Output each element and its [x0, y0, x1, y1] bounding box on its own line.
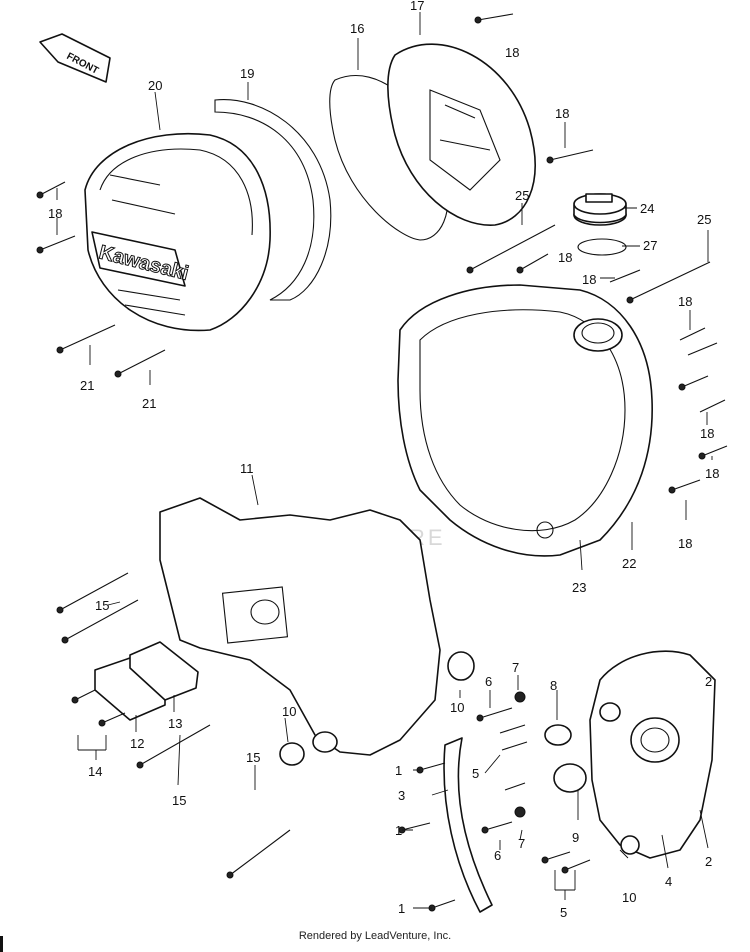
engine-cover-11	[159, 497, 441, 756]
callout-27: 27	[643, 238, 657, 253]
gasket-13	[129, 641, 199, 701]
callout-2: 2	[705, 674, 712, 689]
callout-1b: 1	[395, 823, 402, 838]
front-arrow-icon: FRONT	[39, 33, 111, 83]
callout-18i: 18	[678, 536, 692, 551]
corner-mark	[0, 936, 3, 952]
leader-lines	[56, 12, 713, 909]
callout-21a: 21	[80, 378, 94, 393]
callout-5a: 5	[472, 766, 479, 781]
callout-6a: 6	[485, 674, 492, 689]
callout-10b: 10	[282, 704, 296, 719]
callout-7a: 7	[512, 660, 519, 675]
callout-19: 19	[240, 66, 254, 81]
callout-25a: 25	[515, 188, 529, 203]
callout-7b: 7	[518, 836, 525, 851]
callout-3: 3	[398, 788, 405, 803]
callout-18e: 18	[582, 272, 596, 287]
callout-18b: 18	[555, 106, 569, 121]
bolts	[36, 13, 728, 912]
o-ring	[577, 238, 627, 256]
callout-4: 4	[665, 874, 672, 889]
callout-21b: 21	[142, 396, 156, 411]
callout-10a: 10	[450, 700, 464, 715]
callout-6b: 6	[494, 848, 501, 863]
callout-18h: 18	[705, 466, 719, 481]
callout-25b: 25	[697, 212, 711, 227]
callout-15a: 15	[95, 598, 109, 613]
callout-9: 9	[572, 830, 579, 845]
callout-12: 12	[130, 736, 144, 751]
outer-cover-17	[387, 43, 536, 226]
oil-filler-cap	[573, 193, 627, 226]
oil-seal-10a	[447, 651, 475, 681]
callout-18g: 18	[700, 426, 714, 441]
callout-18c: 18	[48, 206, 62, 221]
alternator-cover: Kawasaki	[84, 132, 271, 332]
callout-10c: 10	[622, 890, 636, 905]
callout-2b: 2	[705, 854, 712, 869]
gear-cover-2	[589, 650, 716, 859]
footer-credit: Rendered by LeadVenture, Inc.	[298, 930, 452, 942]
callouts: 17 16 18 19 20 18 25 24 25 27 18 18 18 1…	[48, 0, 719, 920]
callout-16: 16	[350, 21, 364, 36]
callout-15b: 15	[246, 750, 260, 765]
callout-1a: 1	[395, 763, 402, 778]
callout-18f: 18	[678, 294, 692, 309]
callout-18d: 18	[558, 250, 572, 265]
callout-15c: 15	[172, 793, 186, 808]
callout-17: 17	[410, 0, 424, 13]
bracket-3	[443, 737, 493, 913]
alternator-gasket	[214, 98, 332, 301]
clutch-cover	[397, 284, 653, 557]
callout-18a: 18	[505, 45, 519, 60]
oil-seal-8	[544, 724, 572, 746]
oil-seal-9	[553, 763, 587, 793]
callout-23: 23	[572, 580, 586, 595]
callout-14: 14	[88, 764, 102, 779]
callout-8: 8	[550, 678, 557, 693]
callout-22: 22	[622, 556, 636, 571]
callout-1c: 1	[398, 901, 405, 916]
callout-24: 24	[640, 201, 654, 216]
callout-13: 13	[168, 716, 182, 731]
nut-10c	[620, 835, 640, 855]
callout-5b: 5	[560, 905, 567, 920]
callout-20: 20	[148, 78, 162, 93]
callout-11: 11	[240, 461, 254, 476]
oil-seal-10b	[279, 742, 305, 766]
